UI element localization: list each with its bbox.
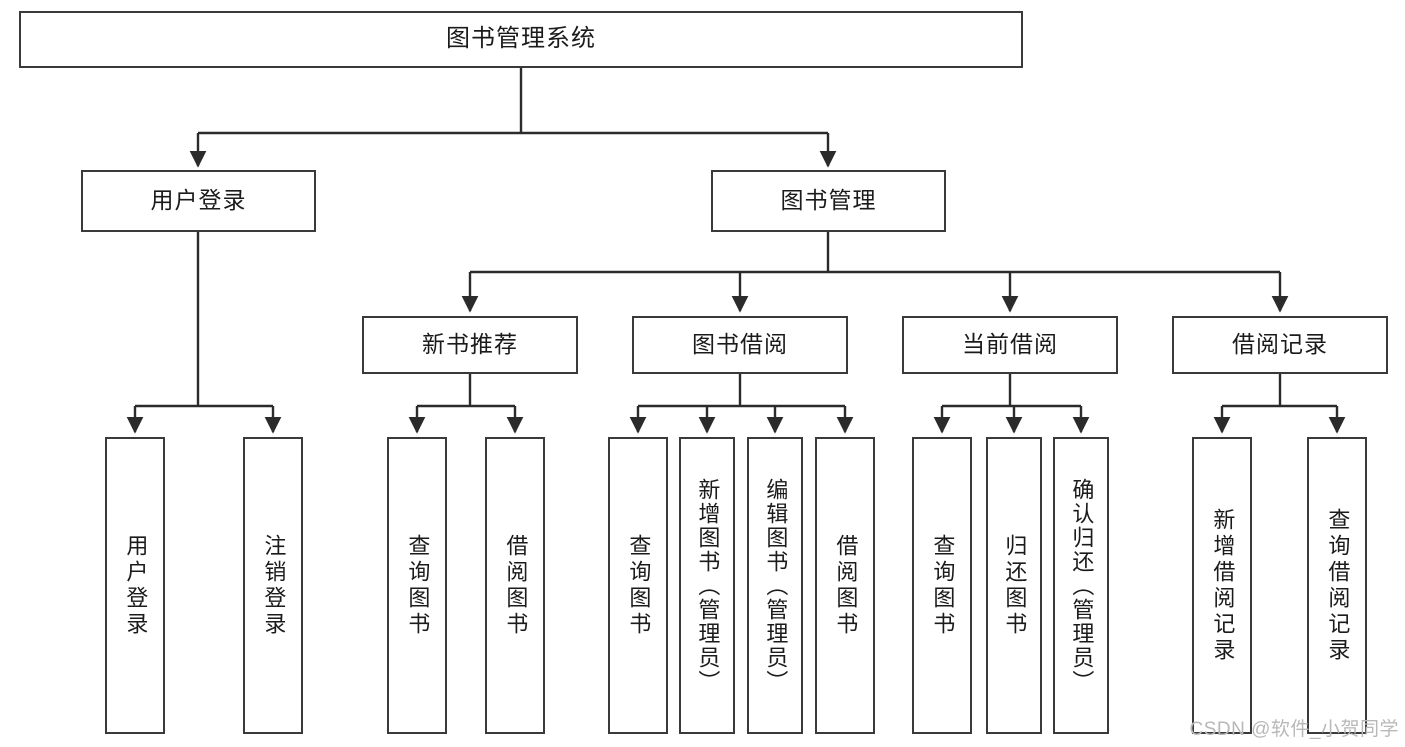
node-leaf-borrow-books-1[interactable]: 借阅图书 [485,437,545,734]
node-leaf-query-books-3-label: 查询图书 [930,533,956,638]
node-leaf-return-books-label: 归还图书 [1002,533,1028,638]
node-leaf-user-login[interactable]: 用户登录 [105,437,165,734]
node-leaf-query-books-1[interactable]: 查询图书 [387,437,447,734]
node-leaf-query-books-2[interactable]: 查询图书 [608,437,668,734]
node-leaf-add-book-admin-label: 新增图书（管理员） [695,477,721,694]
watermark-text: CSDN @软件_小贺同学 [1189,719,1399,740]
node-new-book-recommend-label: 新书推荐 [422,331,518,358]
node-leaf-add-borrow-record-label: 新增借阅记录 [1210,507,1236,664]
node-leaf-user-logout-label: 注销登录 [261,533,287,638]
node-leaf-add-borrow-record[interactable]: 新增借阅记录 [1192,437,1252,734]
node-book-borrow[interactable]: 图书借阅 [632,316,848,374]
node-leaf-user-login-label: 用户登录 [123,533,149,638]
node-leaf-user-logout[interactable]: 注销登录 [243,437,303,734]
node-borrow-record-label: 借阅记录 [1232,331,1328,358]
node-leaf-borrow-books-2[interactable]: 借阅图书 [815,437,875,734]
node-leaf-query-books-3[interactable]: 查询图书 [912,437,972,734]
node-book-management-label: 图书管理 [780,187,877,214]
node-current-borrow-label: 当前借阅 [962,331,1058,358]
node-leaf-return-books[interactable]: 归还图书 [986,437,1042,734]
node-leaf-query-books-2-label: 查询图书 [626,533,652,638]
node-leaf-borrow-books-1-label: 借阅图书 [503,533,529,638]
node-borrow-record[interactable]: 借阅记录 [1172,316,1388,374]
node-leaf-confirm-return-admin[interactable]: 确认归还（管理员） [1053,437,1109,734]
node-leaf-query-books-1-label: 查询图书 [405,533,431,638]
node-leaf-edit-book-admin-label: 编辑图书（管理员） [763,477,789,694]
node-new-book-recommend[interactable]: 新书推荐 [362,316,578,374]
node-root[interactable]: 图书管理系统 [19,11,1023,68]
node-leaf-query-borrow-record-label: 查询借阅记录 [1325,507,1351,664]
node-current-borrow[interactable]: 当前借阅 [902,316,1118,374]
node-book-borrow-label: 图书借阅 [692,331,788,358]
node-root-label: 图书管理系统 [446,25,596,53]
node-leaf-borrow-books-2-label: 借阅图书 [833,533,859,638]
node-leaf-add-book-admin[interactable]: 新增图书（管理员） [679,437,735,734]
node-book-management[interactable]: 图书管理 [711,170,946,232]
node-leaf-edit-book-admin[interactable]: 编辑图书（管理员） [747,437,803,734]
node-user-login[interactable]: 用户登录 [81,170,316,232]
node-leaf-query-borrow-record[interactable]: 查询借阅记录 [1307,437,1367,734]
node-user-login-label: 用户登录 [150,187,247,214]
node-leaf-confirm-return-admin-label: 确认归还（管理员） [1069,477,1095,694]
